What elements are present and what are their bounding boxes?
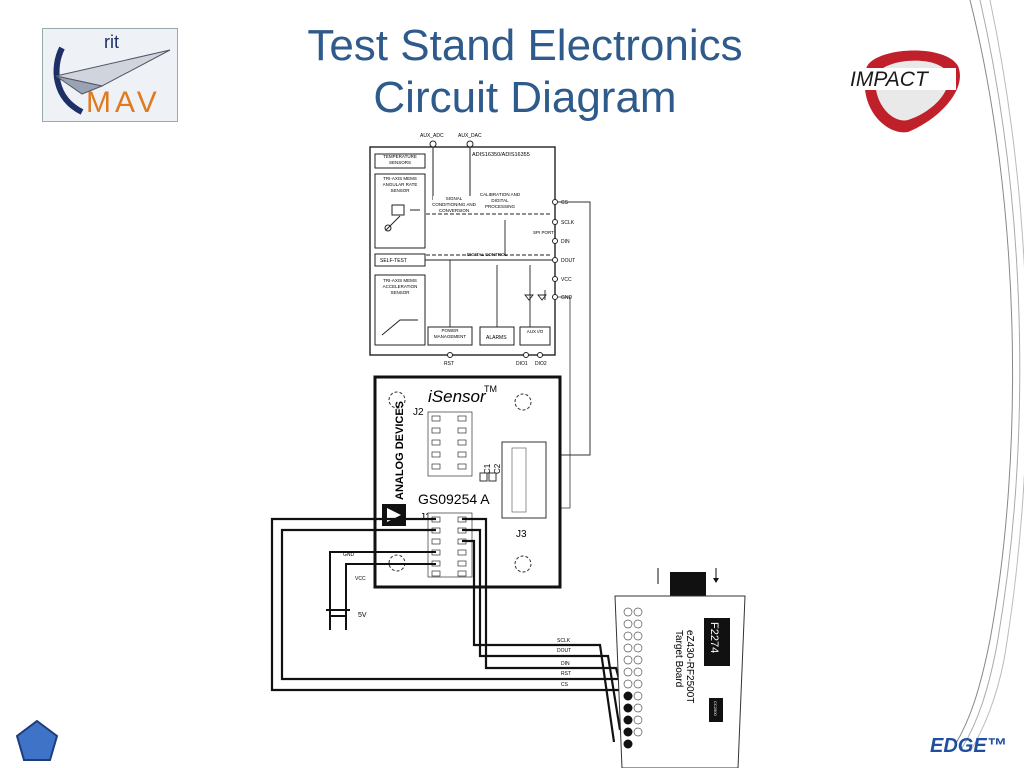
block-aux-io: AUX I/O	[526, 329, 544, 334]
block-calibration: CALIBRATION AND DIGITAL PROCESSING	[479, 192, 521, 209]
supply-5v-label: 5V	[358, 612, 367, 619]
block-gyro: TRI-AXIS MEMS ANGULAR RATE SENSOR	[382, 176, 418, 193]
block-signal-conditioning: SIGNAL CONDITIONING AND CONVERSION	[432, 196, 476, 213]
rit-mav-logo: rit MAV	[42, 28, 178, 122]
isensor-tm: TM	[484, 384, 497, 394]
rit-text: rit	[104, 32, 119, 52]
title-line-2: Circuit Diagram	[373, 73, 677, 122]
wire-cs-label: CS	[561, 682, 569, 688]
slide-title: Test Stand Electronics Circuit Diagram	[230, 20, 820, 124]
block-self-test: SELF-TEST	[380, 258, 407, 264]
pin-aux-dac-label: AUX_DAC	[458, 133, 482, 139]
wire-dout-label: DOUT	[557, 648, 571, 654]
block-power-management: POWER MANAGEMENT	[433, 328, 467, 339]
j2-header	[427, 411, 473, 477]
j1-header	[427, 512, 473, 578]
wire-rst-label: RST	[561, 671, 571, 677]
title-line-1: Test Stand Electronics	[307, 21, 743, 70]
target-board: F2274 eZ430-RF2500T Target Board CC2500	[614, 568, 746, 768]
wire-sclk-label: SCLK	[557, 638, 571, 644]
wire-din-label: DIN	[561, 661, 570, 667]
spi-port-label: SPI PORT	[533, 230, 554, 235]
pin-sclk-label: SCLK	[561, 220, 575, 226]
j3-label: J3	[516, 529, 527, 540]
decorative-swoosh	[954, 0, 1024, 753]
isensor-board: iSensor TM J2 ANALOG DEVICES GS09254 A C…	[373, 375, 562, 589]
pin-rst-label: RST	[444, 361, 454, 367]
gnd-label: GND	[343, 552, 355, 558]
adis-chip-block: AUX_ADC AUX_DAC ADIS16350/ADIS16355 TEMP…	[369, 133, 575, 367]
pin-aux-adc-label: AUX_ADC	[420, 133, 444, 139]
pin-vcc-label: VCC	[561, 277, 572, 283]
impact-logo: IMPACT	[848, 40, 968, 136]
pentagon-nav-icon[interactable]	[14, 718, 60, 764]
target-board-name-2: Target Board	[673, 630, 684, 687]
power-supply	[326, 551, 436, 630]
edge-footer-brand: EDGE™	[930, 735, 1007, 757]
c2-label: C2	[493, 463, 502, 474]
gyro-drawing	[384, 204, 420, 232]
isensor-title: iSensor	[428, 387, 487, 406]
pin-gnd-label: GND	[561, 295, 573, 301]
pin-din-label: DIN	[561, 239, 570, 245]
c1-label: C1	[483, 463, 492, 474]
j2-label: J2	[413, 407, 424, 418]
block-accel: TRI-AXIS MEMS ACCELERATION SENSOR	[382, 278, 418, 295]
block-temp-sensors: TEMPERATURE SENSORS	[383, 154, 417, 165]
pin-dio1-label: DIO1	[516, 361, 528, 367]
chip-part-number: ADIS16350/ADIS16355	[472, 152, 530, 158]
circuit-diagram: AUX_ADC AUX_DAC ADIS16350/ADIS16355 TEMP…	[270, 133, 746, 768]
analog-devices-text: ANALOG DEVICES	[394, 401, 406, 500]
target-chip-label: F2274	[708, 622, 720, 653]
target-board-name-1: eZ430-RF2500T	[684, 630, 695, 703]
pin-dout-label: DOUT	[561, 258, 575, 264]
impact-text: IMPACT	[850, 68, 930, 91]
isensor-part-number: GS09254 A	[418, 491, 490, 507]
chip-right-pins: CS SCLK DIN DOUT VCC GND	[552, 199, 575, 301]
pin-cs-label: CS	[561, 200, 569, 206]
mav-text: MAV	[86, 86, 161, 119]
block-alarms: ALARMS	[486, 335, 507, 341]
target-small-chip: CC2500	[713, 701, 718, 716]
block-digital-control: DIGITAL CONTROL	[466, 252, 508, 257]
pin-dio2-label: DIO2	[535, 361, 547, 367]
j1-label: J1	[420, 512, 431, 523]
vcc-label: VCC	[355, 576, 366, 582]
